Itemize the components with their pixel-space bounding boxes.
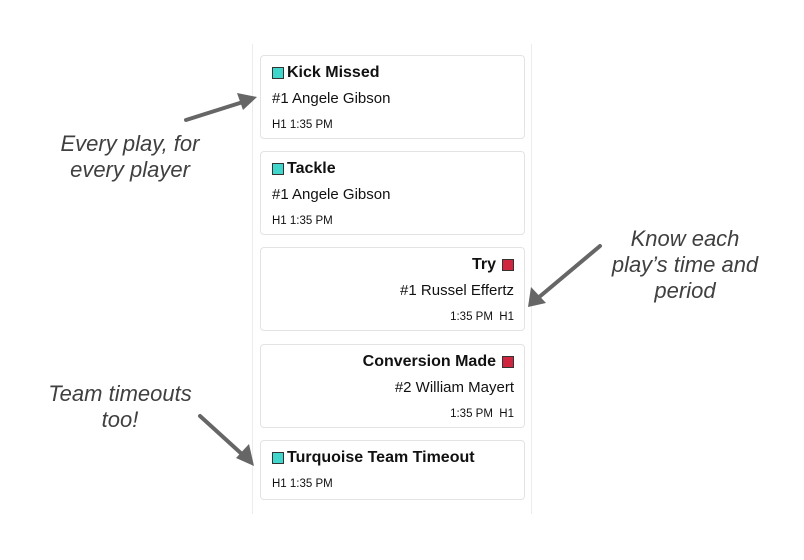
team-color-swatch: [272, 67, 284, 79]
annotation-line: Know each: [630, 226, 740, 251]
annotation-time-period: Know each play’s time and period: [590, 226, 780, 304]
play-period: H1: [272, 215, 287, 227]
play-title-row: Turquoise Team Timeout: [272, 448, 513, 468]
annotation-line: period: [654, 278, 716, 303]
play-player: #1 Angele Gibson: [272, 186, 391, 203]
annotation-line: every player: [70, 157, 190, 182]
annotation-timeouts: Team timeouts too!: [20, 381, 220, 433]
play-title: Try: [471, 256, 496, 273]
play-card-conversion-made[interactable]: Conversion Made #2 William Mayert 1:35 P…: [260, 344, 525, 428]
annotation-line: Team timeouts: [48, 381, 192, 406]
play-time: 1:35 PM: [289, 478, 333, 490]
play-period: H1: [272, 478, 287, 490]
play-title-row: Try: [271, 255, 514, 275]
team-color-swatch: [502, 356, 514, 368]
annotation-line: Every play, for: [60, 131, 200, 156]
play-title: Kick Missed: [287, 64, 380, 81]
team-color-swatch: [272, 163, 284, 175]
play-title: Conversion Made: [362, 353, 496, 370]
play-meta: H1 1:35 PM: [272, 477, 513, 491]
annotation-line: play’s time and: [611, 252, 759, 277]
team-color-swatch: [502, 259, 514, 271]
play-player: #1 Angele Gibson: [272, 90, 391, 107]
annotation-every-play: Every play, for every player: [40, 131, 220, 183]
play-title-row: Kick Missed: [272, 63, 513, 83]
play-period: H1: [499, 311, 514, 323]
play-title: Tackle: [287, 160, 336, 177]
play-title-row: Tackle: [272, 159, 513, 179]
arrow-to-kick-missed: [184, 100, 245, 122]
play-time: 1:35 PM: [450, 311, 493, 323]
play-player: #1 Russel Effertz: [400, 282, 514, 299]
play-feed: Kick Missed #1 Angele Gibson H1 1:35 PM …: [252, 44, 532, 514]
play-meta: H1 1:35 PM: [272, 214, 513, 228]
play-title-row: Conversion Made: [271, 352, 514, 372]
play-player: #2 William Mayert: [394, 379, 514, 396]
team-color-swatch: [272, 452, 284, 464]
play-time: 1:35 PM: [450, 408, 493, 420]
play-time: 1:35 PM: [289, 119, 333, 131]
annotation-line: too!: [101, 407, 139, 432]
play-title: Turquoise Team Timeout: [287, 449, 475, 466]
play-meta: H1 1:35 PM: [272, 118, 513, 132]
play-card-team-timeout[interactable]: Turquoise Team Timeout H1 1:35 PM: [260, 440, 525, 500]
play-card-try[interactable]: Try #1 Russel Effertz 1:35 PM H1: [260, 247, 525, 331]
play-card-kick-missed[interactable]: Kick Missed #1 Angele Gibson H1 1:35 PM: [260, 55, 525, 139]
play-period: H1: [272, 119, 287, 131]
play-time: 1:35 PM: [289, 215, 333, 227]
play-period: H1: [499, 408, 514, 420]
play-meta: 1:35 PM H1: [271, 407, 514, 421]
play-card-tackle[interactable]: Tackle #1 Angele Gibson H1 1:35 PM: [260, 151, 525, 235]
play-meta: 1:35 PM H1: [271, 310, 514, 324]
